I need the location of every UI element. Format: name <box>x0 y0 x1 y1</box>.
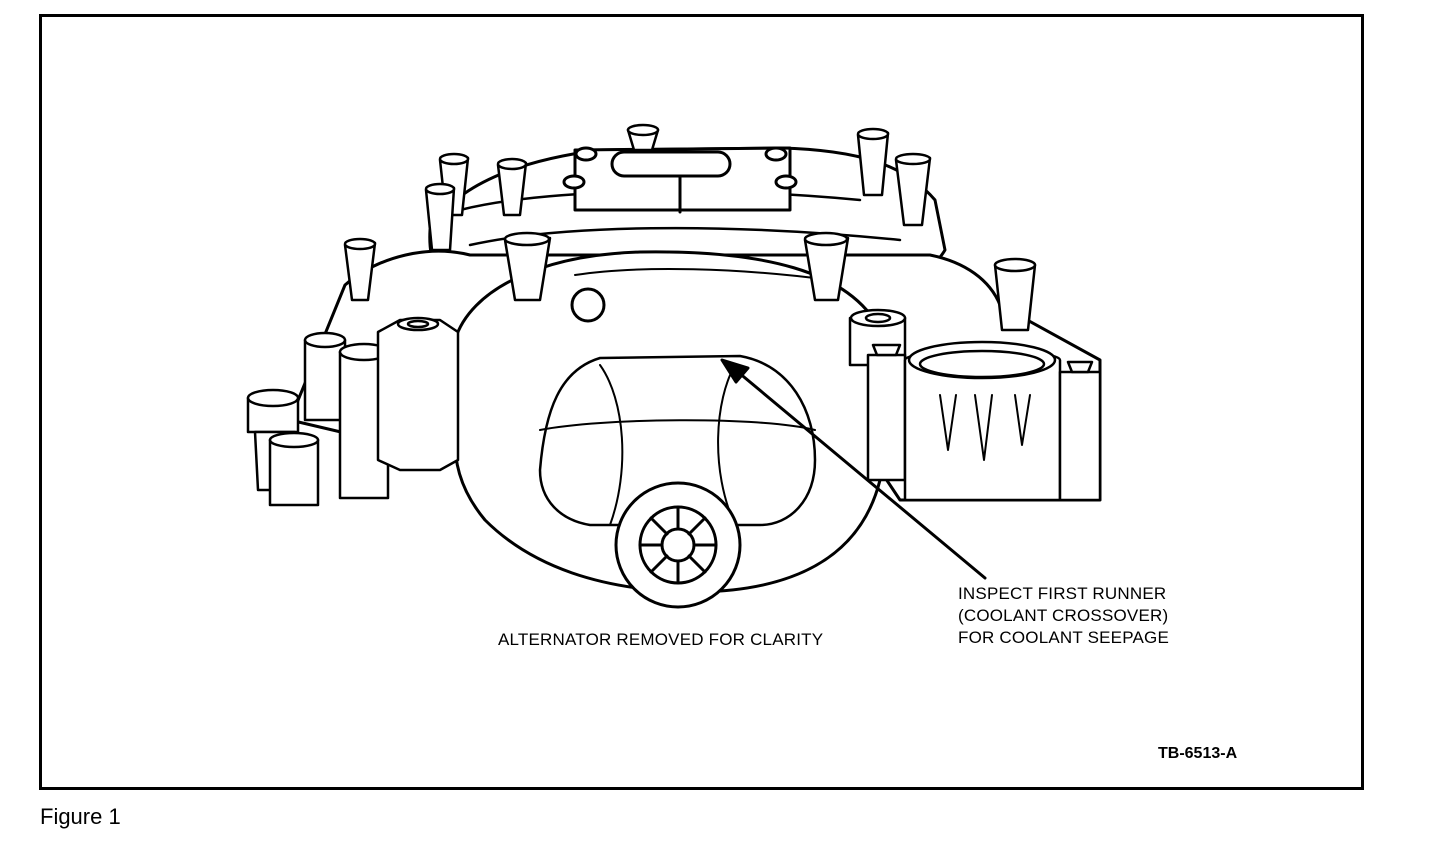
figure-frame <box>39 14 1364 790</box>
throttle-bore-slot <box>610 150 732 178</box>
left-bosses <box>246 316 460 507</box>
reference-code: TB-6513-A <box>1158 745 1238 762</box>
leader-arrow <box>720 358 987 580</box>
callout-line: FOR COOLANT SEEPAGE <box>958 628 1169 647</box>
callout-line: INSPECT FIRST RUNNER <box>958 584 1167 603</box>
inspect-runner-callout: INSPECT FIRST RUNNER (COOLANT CROSSOVER)… <box>958 583 1169 649</box>
injector-bosses <box>343 123 1037 332</box>
alternator-note: ALTERNATOR REMOVED FOR CLARITY <box>498 630 824 649</box>
callout-line: (COOLANT CROSSOVER) <box>958 606 1169 625</box>
right-bosses <box>848 308 1102 502</box>
figure-caption: Figure 1 <box>40 804 121 829</box>
